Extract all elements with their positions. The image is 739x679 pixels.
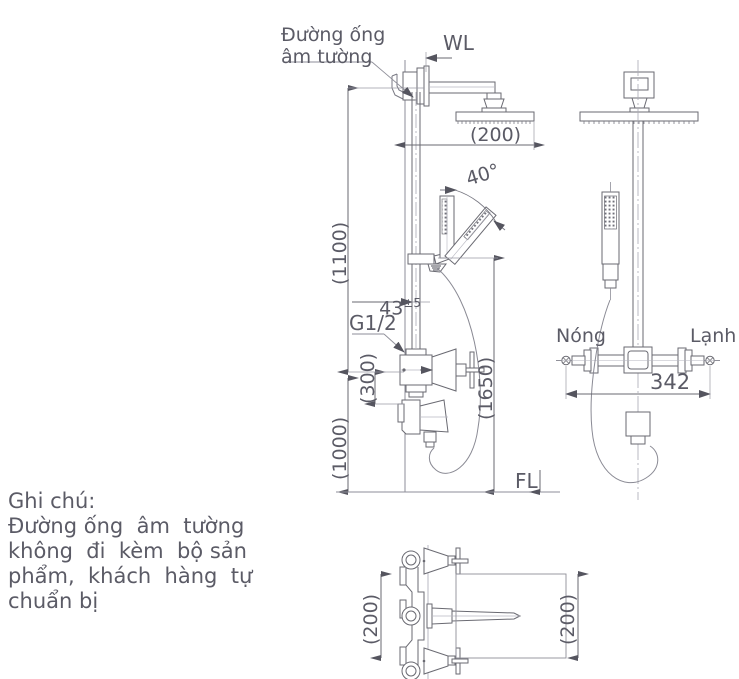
floor-line-label: FL: [515, 469, 538, 493]
wall-pipe-callout-line2: âm tường: [281, 46, 373, 68]
dim-wall-offset: 43±5: [355, 274, 421, 341]
note-line-4: chuẩn bị: [8, 589, 99, 613]
dim-mixer-height: (1000): [329, 416, 351, 480]
wall-pipe-callout-line1: Đường ống: [281, 24, 386, 46]
dim-plan-left-depth: (200): [360, 593, 382, 645]
dim-wall-offset-value: 43: [379, 297, 404, 320]
wall-line-label: WL: [443, 31, 474, 55]
hot-label: Nóng: [556, 325, 606, 347]
dim-wall-offset-tolerance: ±5: [403, 296, 422, 310]
dim-spread-width: 342: [650, 370, 691, 394]
cold-label: Lạnh: [690, 325, 737, 347]
note-line-2: không đi kèm bộ sản: [8, 539, 247, 563]
note-heading: Ghi chú:: [8, 489, 96, 513]
side-elevation-geometry: [283, 52, 560, 495]
dim-rain-head-projection: (200): [470, 124, 522, 146]
note-line-1: Đường ống âm tường: [8, 514, 245, 538]
note-block: Ghi chú: Đường ống âm tường không đi kèm…: [8, 489, 280, 614]
front-elevation-geometry: [556, 60, 720, 500]
dim-overall-top-height: (1100): [329, 221, 351, 285]
thread-size-label: G1/2: [349, 311, 397, 335]
dim-mixer-to-outlet: (300): [357, 352, 379, 404]
dim-total-height: (1650): [475, 356, 497, 420]
dim-plan-right-depth: (200): [557, 593, 579, 645]
note-line-3: phẩm, khách hàng tự: [8, 564, 253, 588]
plan-section-geometry: [370, 545, 589, 679]
